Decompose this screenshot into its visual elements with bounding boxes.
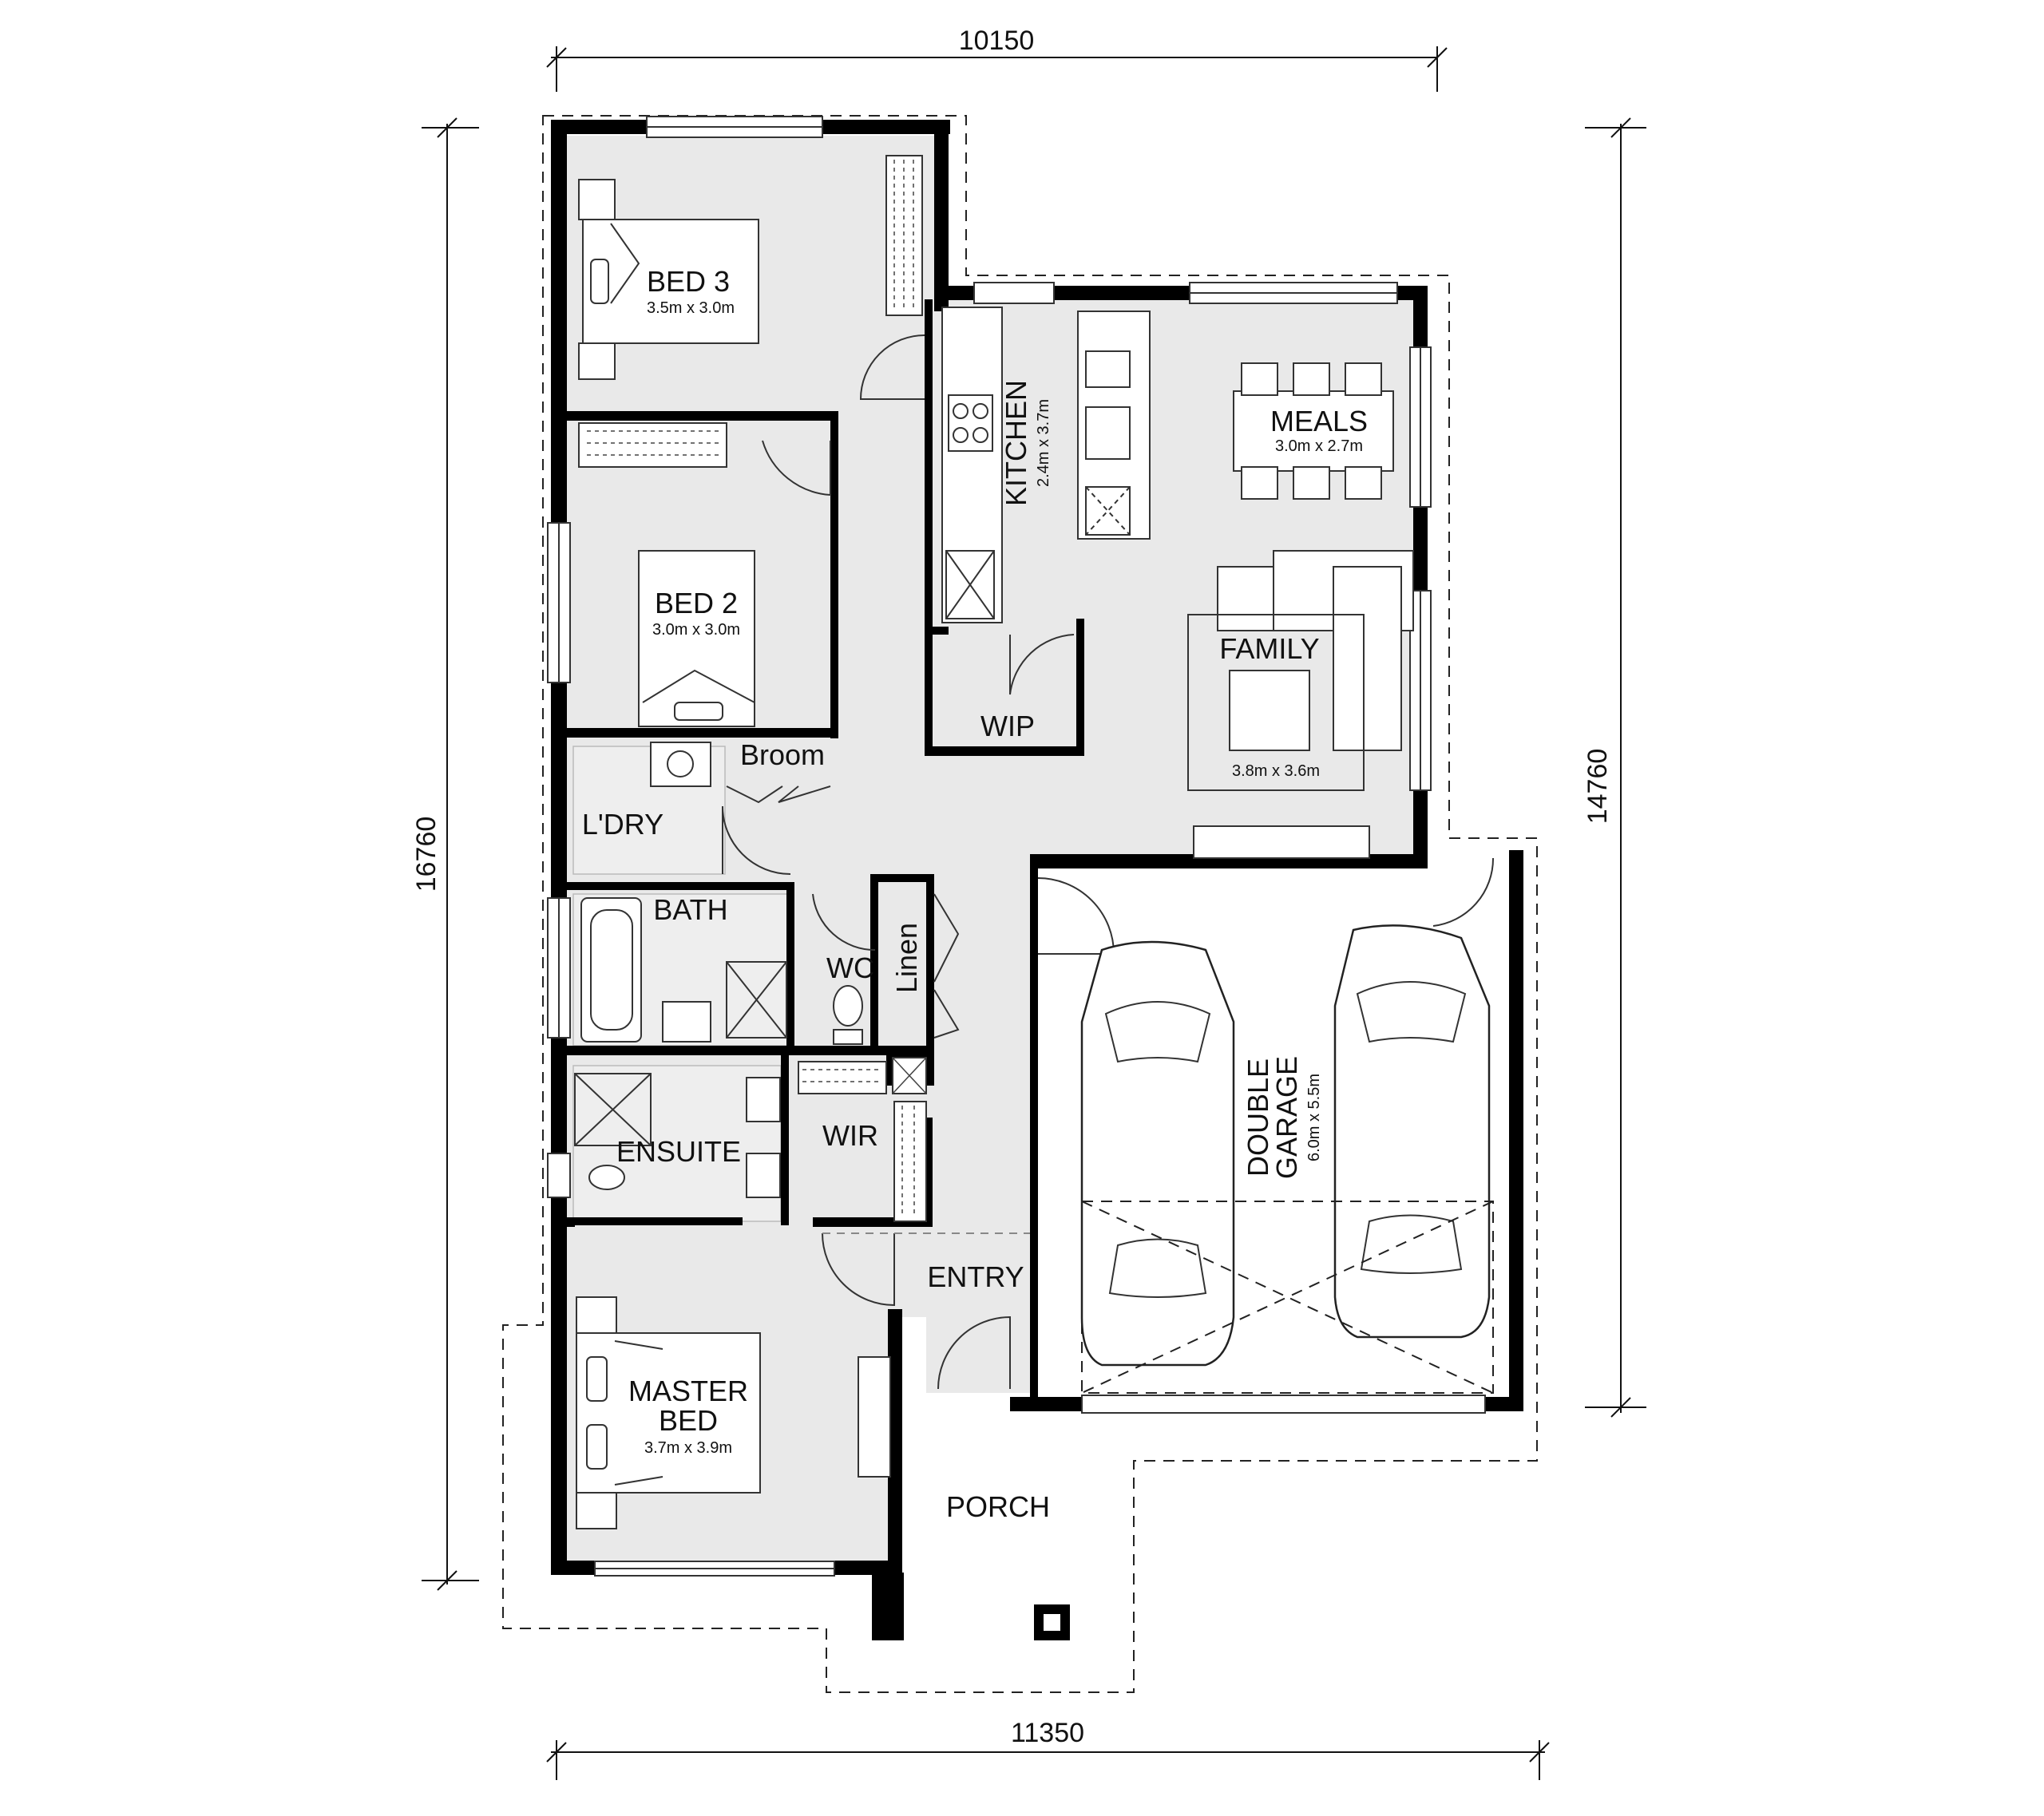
master-bed-furniture xyxy=(576,1296,891,1529)
dimension-right-label: 14760 xyxy=(1583,749,1613,825)
room-label-master-line2: BED xyxy=(659,1404,718,1437)
room-size-master: 3.7m x 3.9m xyxy=(644,1439,732,1457)
robes xyxy=(578,155,927,1222)
room-label-bath: BATH xyxy=(653,893,727,926)
room-size-meals: 3.0m x 2.7m xyxy=(1275,437,1363,455)
wet-fixtures xyxy=(574,742,863,1198)
room-label-broom: Broom xyxy=(740,738,825,771)
room-label-entry: ENTRY xyxy=(927,1260,1024,1293)
dimension-top: 10150 xyxy=(546,26,1448,92)
meals-table xyxy=(1233,362,1394,500)
room-size-kitchen: 2.4m x 3.7m xyxy=(1035,399,1052,487)
room-label-wc: WC xyxy=(826,952,874,984)
garage-cars xyxy=(1080,924,1494,1394)
room-label-laundry: L'DRY xyxy=(582,808,664,841)
dimension-right: 14760 xyxy=(1583,117,1646,1418)
room-labels: BED 3 3.5m x 3.0m BED 2 3.0m x 3.0m KITC… xyxy=(582,265,1368,1523)
room-size-garage: 6.0m x 5.5m xyxy=(1305,1074,1323,1161)
room-label-linen: Linen xyxy=(890,923,923,993)
family-furniture xyxy=(1187,550,1414,859)
room-label-bed-2: BED 2 xyxy=(655,587,738,619)
doors xyxy=(722,334,1495,1390)
room-label-family: FAMILY xyxy=(1219,632,1319,665)
dimension-bottom: 11350 xyxy=(546,1718,1550,1780)
bed-3-furniture xyxy=(578,179,759,380)
room-size-bed-3: 3.5m x 3.0m xyxy=(647,299,735,317)
dimension-bottom-label: 11350 xyxy=(1011,1718,1084,1748)
dimension-left-label: 16760 xyxy=(411,817,442,892)
dimension-left: 16760 xyxy=(411,117,479,1591)
windows xyxy=(547,116,1486,1577)
room-size-family: 3.8m x 3.6m xyxy=(1232,762,1320,780)
kitchen-label-group: KITCHEN 2.4m x 3.7m xyxy=(1000,380,1052,506)
bed-2-furniture xyxy=(638,550,755,727)
eave-outline xyxy=(502,115,1538,1693)
room-size-bed-2: 3.0m x 3.0m xyxy=(652,621,740,639)
room-label-porch: PORCH xyxy=(946,1490,1050,1523)
room-label-bed-3: BED 3 xyxy=(647,265,730,298)
room-label-garage-line2: GARAGE xyxy=(1270,1056,1303,1179)
room-label-ensuite: ENSUITE xyxy=(616,1135,741,1168)
garage-label-group: DOUBLE GARAGE 6.0m x 5.5m xyxy=(1242,1056,1323,1179)
room-label-garage-line1: DOUBLE xyxy=(1242,1058,1274,1177)
room-label-wir: WIR xyxy=(822,1119,878,1152)
room-label-master-line1: MASTER xyxy=(628,1375,748,1407)
dimension-top-label: 10150 xyxy=(959,26,1035,56)
room-label-wip: WIP xyxy=(980,710,1035,742)
kitchen-fixtures xyxy=(941,307,1151,623)
room-label-kitchen: KITCHEN xyxy=(1000,380,1032,506)
room-label-meals: MEALS xyxy=(1270,405,1368,437)
